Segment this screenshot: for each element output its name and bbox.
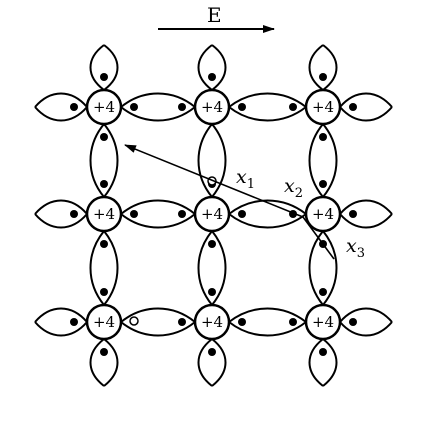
covalent-bond	[197, 44, 227, 91]
electron-dot	[319, 133, 327, 141]
covalent-bond	[34, 92, 88, 122]
electron-dot	[130, 210, 138, 218]
covalent-bond	[120, 199, 196, 229]
covalent-bond	[308, 123, 338, 198]
electron-dot	[100, 73, 108, 81]
covalent-bond	[339, 307, 393, 337]
covalent-bond	[339, 199, 393, 229]
marker-x2-label: x2	[284, 175, 303, 201]
atom-core	[304, 303, 342, 341]
atom-core	[85, 195, 123, 233]
hole-marker	[129, 316, 139, 326]
electron-dot	[289, 103, 297, 111]
electron-dot	[238, 318, 246, 326]
atom-core	[85, 303, 123, 341]
covalent-bond	[308, 44, 338, 91]
covalent-bond	[120, 307, 196, 337]
covalent-bond	[228, 92, 307, 122]
electron-dot	[178, 103, 186, 111]
atom-label: +4	[312, 98, 334, 116]
atom-core	[85, 88, 123, 126]
electron-dot	[100, 133, 108, 141]
covalent-bond	[197, 230, 227, 306]
atom-label: +4	[93, 313, 115, 331]
atom-label: +4	[93, 98, 115, 116]
electron-dot	[100, 180, 108, 188]
electron-dot	[238, 103, 246, 111]
covalent-bond	[228, 199, 307, 229]
atom-label: +4	[201, 98, 223, 116]
covalent-bond	[120, 92, 196, 122]
electron-dot	[130, 103, 138, 111]
electron-dot	[70, 103, 78, 111]
electron-dot	[70, 318, 78, 326]
covalent-bond	[197, 338, 227, 387]
atom-label: +4	[201, 205, 223, 223]
electron-dot	[100, 240, 108, 248]
atom-core	[193, 303, 231, 341]
marker-x3-label: x3	[346, 235, 365, 261]
atom-label: +4	[93, 205, 115, 223]
atom-label: +4	[312, 313, 334, 331]
atom-core	[304, 195, 342, 233]
atom-label: +4	[312, 205, 334, 223]
covalent-bond	[228, 307, 307, 337]
electron-dot	[349, 210, 357, 218]
atom-cores: +4 +4 +4 +4 +4 +4 +4 +4 +4	[85, 88, 342, 341]
atom-label: +4	[201, 313, 223, 331]
electron-dot	[100, 288, 108, 296]
electron-dot	[100, 348, 108, 356]
covalent-bond	[308, 338, 338, 387]
electron-dot	[238, 210, 246, 218]
marker-x1-label: x1	[236, 166, 255, 192]
atom-core	[193, 88, 231, 126]
covalent-bond	[197, 123, 227, 198]
electron-dot	[319, 180, 327, 188]
covalent-bond	[89, 230, 119, 306]
field-label: E	[207, 3, 222, 27]
covalent-bond	[89, 338, 119, 387]
electron-dot	[208, 348, 216, 356]
covalent-bond	[34, 307, 88, 337]
electron-dot	[319, 348, 327, 356]
covalent-bonds	[34, 44, 393, 387]
atom-core	[193, 195, 231, 233]
electron-dot	[319, 73, 327, 81]
covalent-bond	[339, 92, 393, 122]
electron-dot	[349, 318, 357, 326]
valence-electrons	[70, 73, 357, 356]
electron-dot	[208, 240, 216, 248]
electron-dot	[289, 318, 297, 326]
electron-dot	[349, 103, 357, 111]
electron-dot	[208, 73, 216, 81]
atom-core	[304, 88, 342, 126]
covalent-bond	[89, 44, 119, 91]
covalent-bond	[34, 199, 88, 229]
electron-dot	[319, 288, 327, 296]
covalent-bond	[89, 123, 119, 198]
hole-movement-path	[124, 144, 335, 260]
electron-dot	[70, 210, 78, 218]
electron-dot	[178, 210, 186, 218]
electron-dot	[178, 318, 186, 326]
electron-dot	[208, 288, 216, 296]
